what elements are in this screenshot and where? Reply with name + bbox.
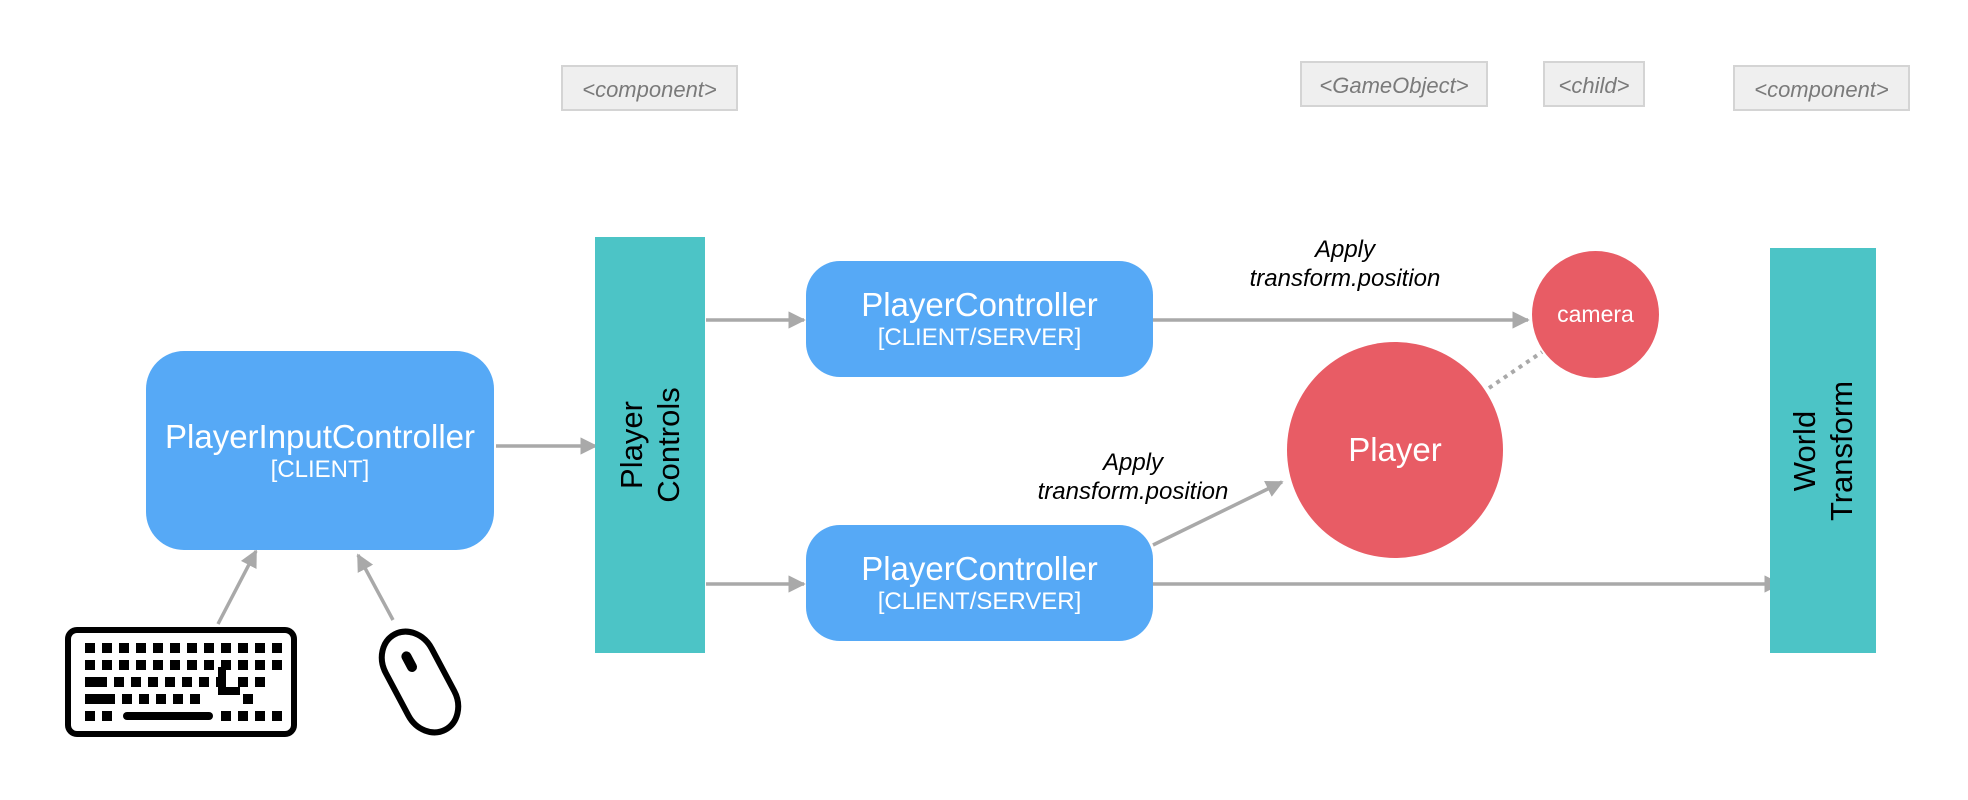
player-input-controller-title: PlayerInputController [165, 417, 475, 455]
player-controller-bottom-node[interactable]: PlayerController [CLIENT/SERVER] [806, 525, 1153, 641]
component-tag-right: <component> [1733, 65, 1910, 111]
player-controller-top-node[interactable]: PlayerController [CLIENT/SERVER] [806, 261, 1153, 377]
apply-label-bottom: Apply transform.position [1018, 448, 1248, 506]
child-link-dotted [1487, 350, 1544, 390]
camera-label: camera [1557, 301, 1634, 327]
arrow-keyboard-to-input [216, 549, 258, 625]
arrow-controller-bottom-to-player [1152, 480, 1284, 547]
player-input-controller-role: [CLIENT] [270, 455, 370, 483]
gameobject-tag: <GameObject> [1300, 61, 1488, 107]
player-node[interactable]: Player [1287, 342, 1503, 558]
keyboard-icon [65, 627, 297, 737]
player-input-controller-node[interactable]: PlayerInputController [CLIENT] [146, 351, 494, 550]
apply-label-top-line2: transform.position [1249, 265, 1441, 292]
mouse-icon [378, 628, 462, 736]
apply-label-top-line1: Apply [1314, 236, 1376, 263]
apply-label-top: Apply transform.position [1230, 235, 1460, 293]
child-tag: <child> [1543, 61, 1645, 107]
player-controller-top-title: PlayerController [861, 286, 1098, 323]
player-label: Player [1348, 431, 1442, 468]
player-controls-bar[interactable]: Player Controls [595, 237, 705, 653]
component-tag-left: <component> [561, 65, 738, 111]
player-controller-bottom-role: [CLIENT/SERVER] [877, 588, 1082, 615]
camera-node[interactable]: camera [1532, 251, 1659, 378]
world-transform-label: World Transform [1787, 380, 1859, 521]
player-controller-top-role: [CLIENT/SERVER] [877, 324, 1082, 351]
player-controller-bottom-title: PlayerController [861, 550, 1098, 587]
arrow-mouse-to-input [356, 553, 395, 621]
world-transform-bar[interactable]: World Transform [1770, 248, 1876, 653]
player-controls-label: Player Controls [614, 387, 686, 503]
apply-label-bottom-line2: transform.position [1037, 478, 1229, 505]
apply-label-bottom-line1: Apply [1102, 449, 1164, 476]
